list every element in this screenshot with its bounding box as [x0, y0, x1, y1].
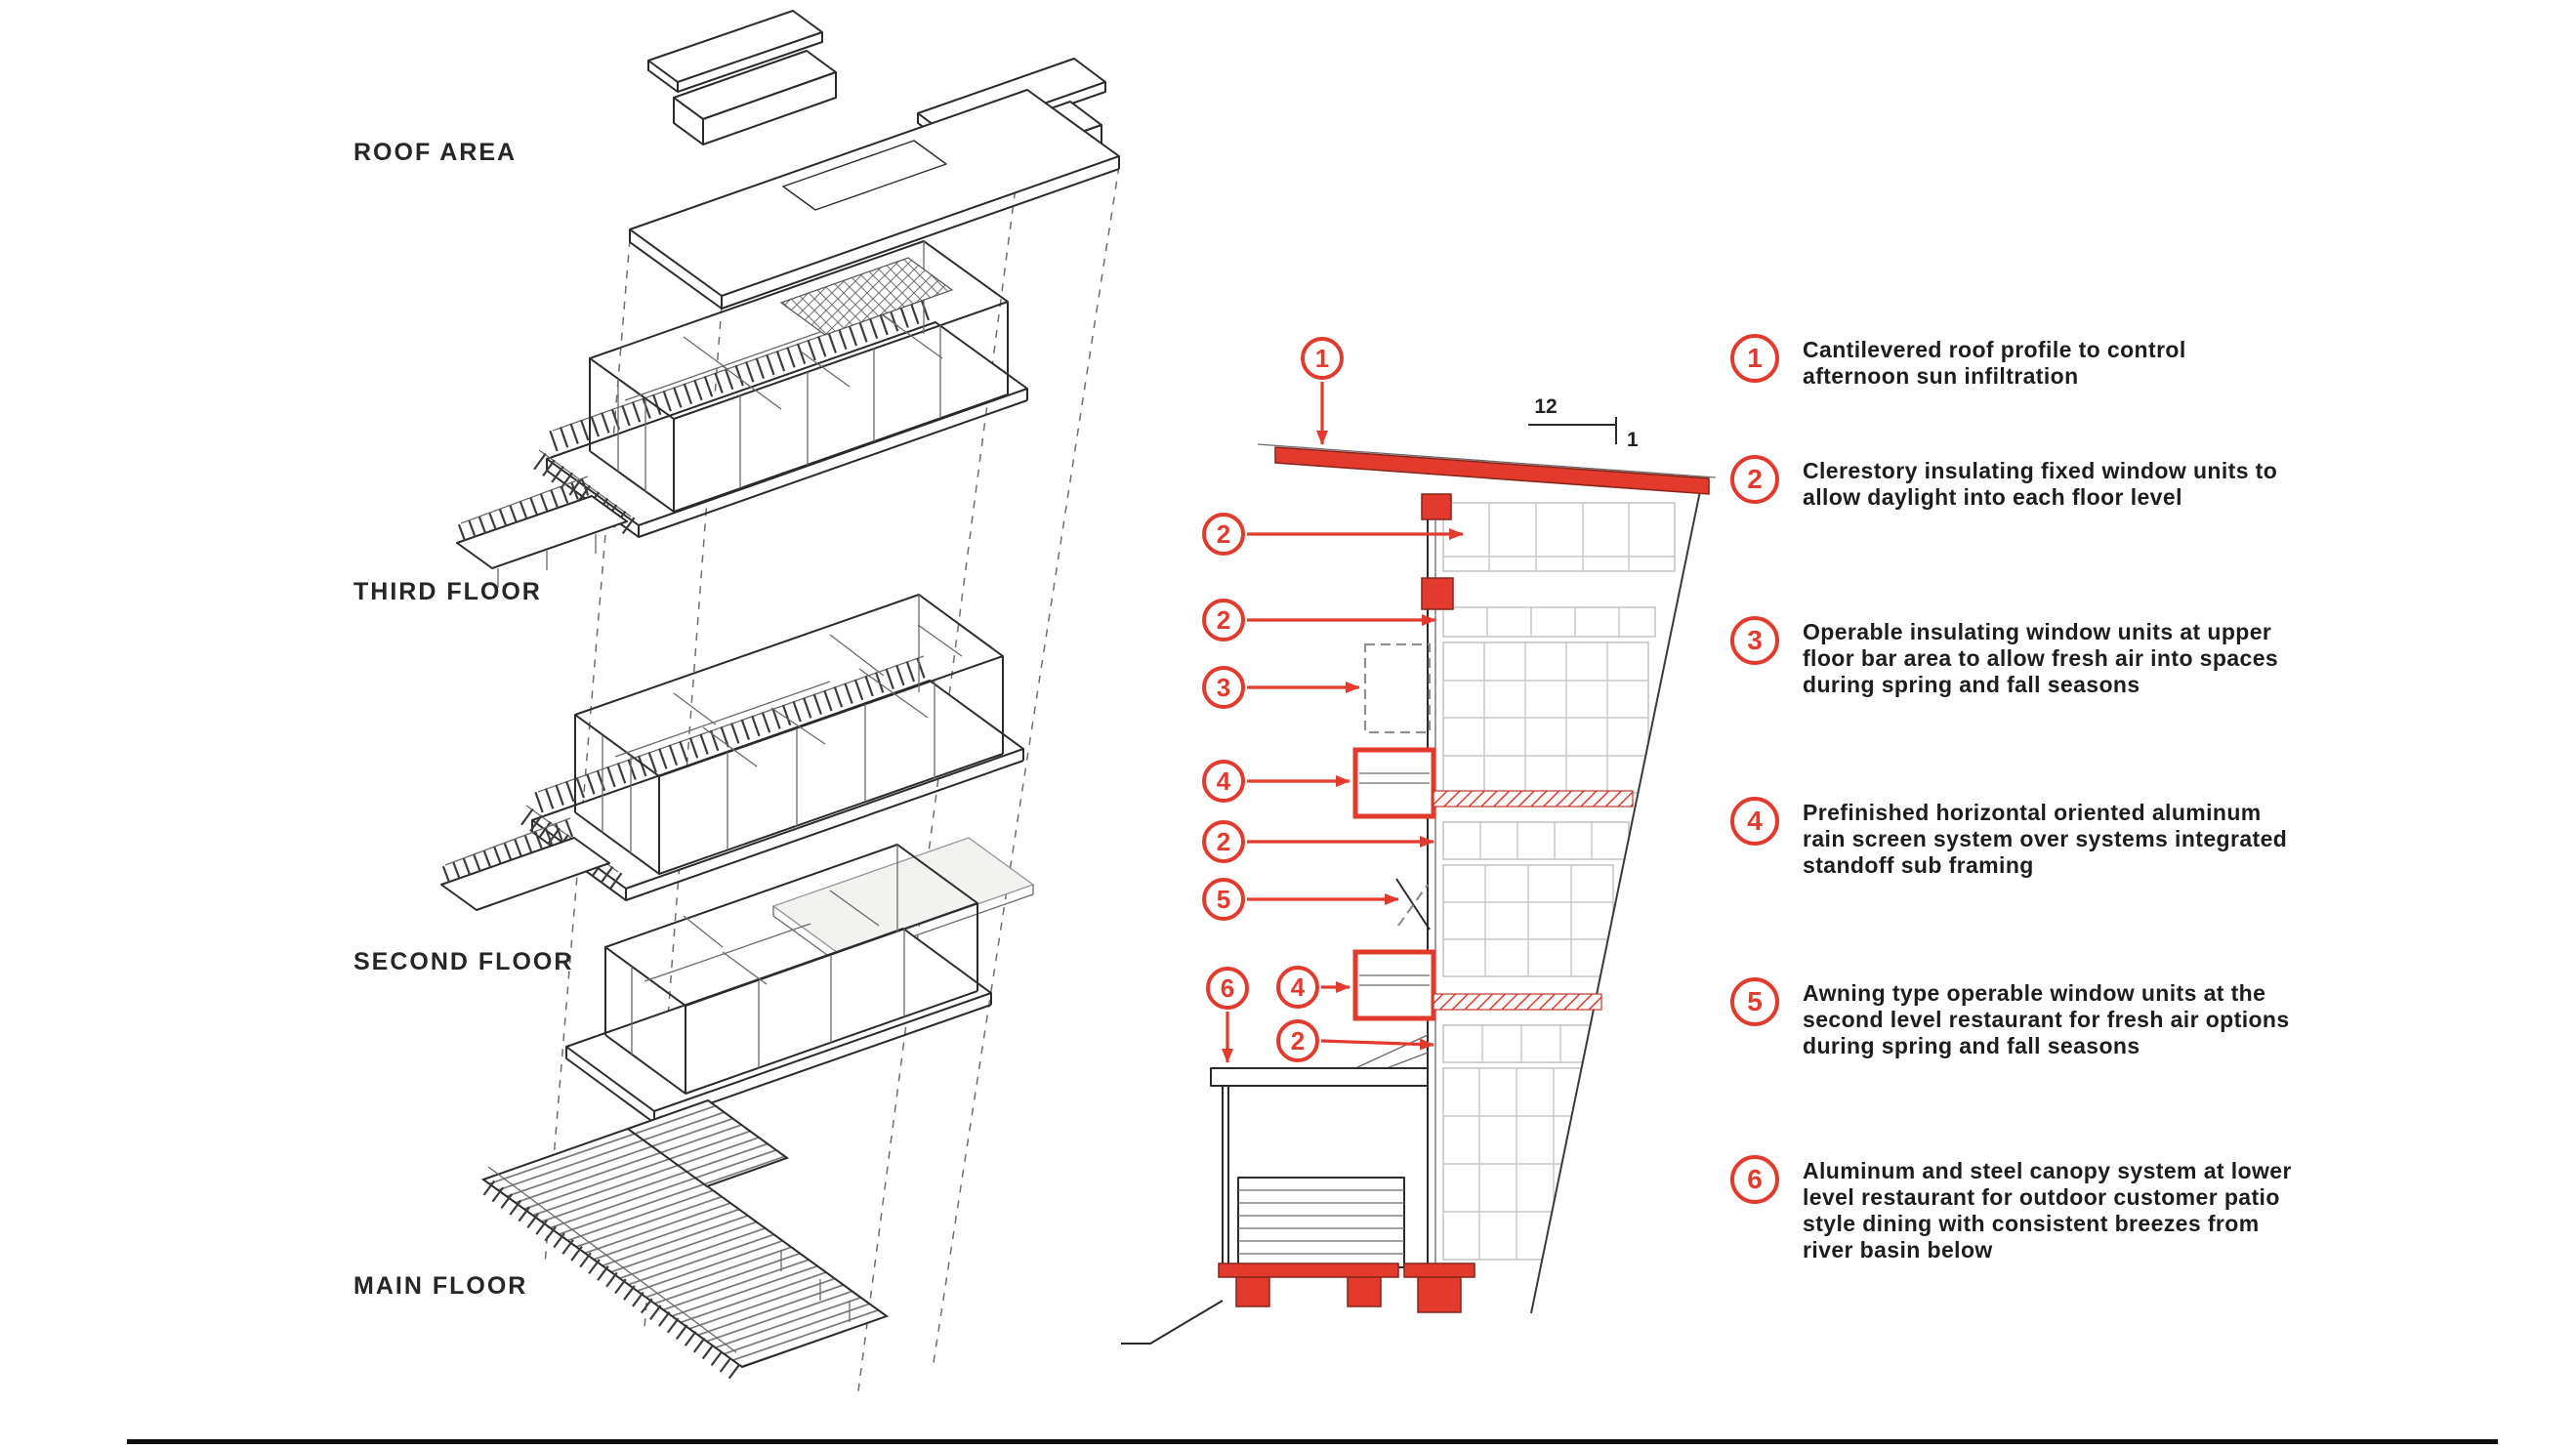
section-cut-line [1530, 485, 1702, 1314]
legend-text-5: Awning type operable window units at the… [1803, 980, 2290, 1058]
bottom-rule [127, 1439, 2498, 1444]
section-callout-arrows [1222, 382, 1464, 1063]
roof-profile [1257, 443, 1717, 520]
floor-label-main-floor: MAIN FLOOR [353, 1272, 528, 1300]
slope-run-value: 12 [1534, 395, 1557, 418]
callout-badge-2a: 2 [1202, 513, 1245, 556]
legend-badge-6: 6 [1730, 1155, 1779, 1204]
callout-badge-2c: 2 [1202, 820, 1245, 863]
axon-roof-assembly [629, 10, 1120, 310]
legend-item-2: 2 Clerestory insulating fixed window uni… [1730, 455, 2296, 511]
legend-badge-1: 1 [1730, 334, 1779, 383]
base-footings [1121, 1263, 1475, 1345]
legend-item-1: 1 Cantilevered roof profile to control a… [1730, 334, 2296, 390]
legend-badge-2: 2 [1730, 455, 1779, 504]
legend-item-5: 5 Awning type operable window units at t… [1730, 977, 2296, 1059]
floor-label-second-floor: SECOND FLOOR [353, 948, 574, 975]
callout-badge-5: 5 [1202, 878, 1245, 921]
operable-window-dashed [1363, 642, 1432, 734]
axon-main-floor-assembly [480, 844, 992, 1381]
callout-badge-4b: 4 [1276, 966, 1319, 1009]
legend-text-3: Operable insulating window units at uppe… [1803, 619, 2279, 697]
slope-rise-value: 1 [1627, 429, 1639, 451]
axon-second-floor-assembly [440, 594, 1035, 964]
legend-badge-4: 4 [1730, 797, 1779, 846]
slope-indicator: 12 1 [1528, 395, 1639, 451]
rain-screen-lower [1352, 949, 1602, 1021]
callout-badge-1: 1 [1301, 337, 1344, 380]
floor-label-third-floor: THIRD FLOOR [353, 578, 542, 605]
legend-item-4: 4 Prefinished horizontal oriented alumin… [1730, 797, 2296, 879]
legend-badge-3: 3 [1730, 616, 1779, 665]
callout-badge-6: 6 [1206, 967, 1249, 1010]
legend-item-3: 3 Operable insulating window units at up… [1730, 616, 2296, 698]
legend-item-6: 6 Aluminum and steel canopy system at lo… [1730, 1155, 2296, 1263]
legend-text-4: Prefinished horizontal oriented aluminum… [1803, 800, 2288, 878]
legend-text-6: Aluminum and steel canopy system at lowe… [1803, 1158, 2292, 1263]
rain-screen-upper [1352, 747, 1634, 819]
patio-canopy [1210, 1034, 1429, 1268]
legend-badge-5: 5 [1730, 977, 1779, 1026]
callout-badge-2d: 2 [1276, 1019, 1319, 1062]
awning-window [1395, 878, 1431, 931]
legend-text-1: Cantilevered roof profile to control aft… [1803, 337, 2186, 389]
clerestory-sill-block [1421, 577, 1454, 610]
floor-label-roof-area: ROOF AREA [353, 139, 518, 166]
legend-text-2: Clerestory insulating fixed window units… [1803, 458, 2278, 510]
axon-third-floor-assembly [456, 240, 1028, 588]
section-window-grids [1442, 502, 1676, 1261]
callout-badge-4a: 4 [1202, 760, 1245, 803]
callout-badge-2b: 2 [1202, 599, 1245, 642]
callout-badge-3: 3 [1202, 666, 1245, 709]
